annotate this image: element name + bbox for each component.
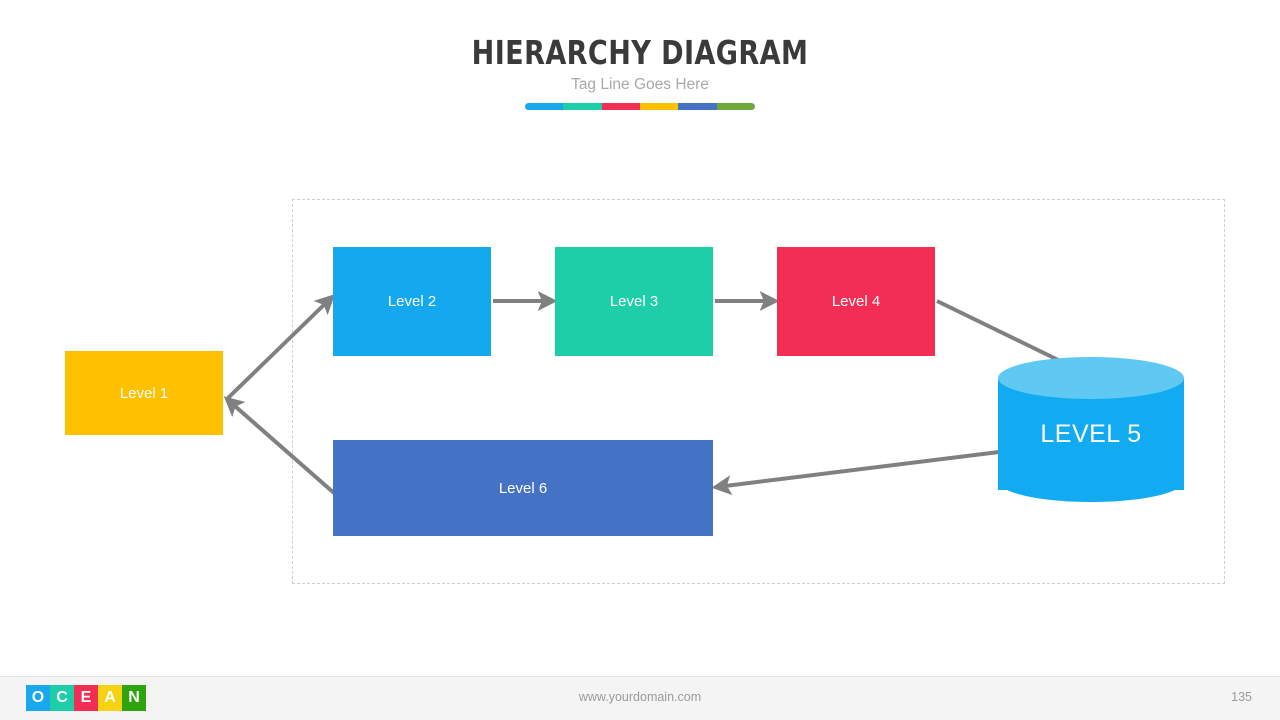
page-tagline: Tag Line Goes Here [571, 76, 709, 93]
accent-segment-1 [525, 103, 564, 110]
diagram-node-level5-cylinder[interactable]: LEVEL 5 [998, 357, 1184, 510]
logo-tile-n: N [122, 685, 146, 711]
logo-tile-c: C [50, 685, 74, 711]
cylinder-bottom-ellipse [998, 460, 1184, 502]
slide-footer: O C E A N www.yourdomain.com 135 [0, 676, 1280, 720]
diagram-node-level6[interactable]: Level 6 [333, 440, 713, 536]
accent-segment-2 [563, 103, 602, 110]
page-number: 135 [1231, 690, 1252, 704]
accent-segment-4 [639, 103, 679, 110]
diagram-node-level1[interactable]: Level 1 [65, 351, 223, 435]
diagram-node-level4[interactable]: Level 4 [777, 247, 935, 356]
node-label-level2: Level 2 [387, 293, 437, 310]
accent-color-bar [525, 103, 755, 110]
node-label-level5: LEVEL 5 [1040, 419, 1142, 448]
node-label-level3: Level 3 [609, 293, 659, 310]
logo-tile-a: A [98, 685, 122, 711]
slide-header: HIERARCHY DIAGRAM Tag Line Goes Here [0, 0, 1280, 110]
logo-tile-e: E [74, 685, 98, 711]
accent-segment-6 [716, 103, 755, 110]
accent-segment-5 [678, 103, 717, 110]
node-label-level1: Level 1 [119, 384, 169, 402]
cylinder-top-ellipse [998, 357, 1184, 399]
ocean-logo: O C E A N [26, 685, 146, 711]
node-label-level4: Level 4 [831, 293, 881, 310]
logo-tile-o: O [26, 685, 50, 711]
diagram-node-level2[interactable]: Level 2 [333, 247, 491, 356]
diagram-node-level3[interactable]: Level 3 [555, 247, 713, 356]
node-label-level6: Level 6 [498, 479, 548, 497]
footer-url[interactable]: www.yourdomain.com [578, 690, 702, 704]
accent-segment-3 [601, 103, 640, 110]
page-title: HIERARCHY DIAGRAM [471, 33, 809, 72]
